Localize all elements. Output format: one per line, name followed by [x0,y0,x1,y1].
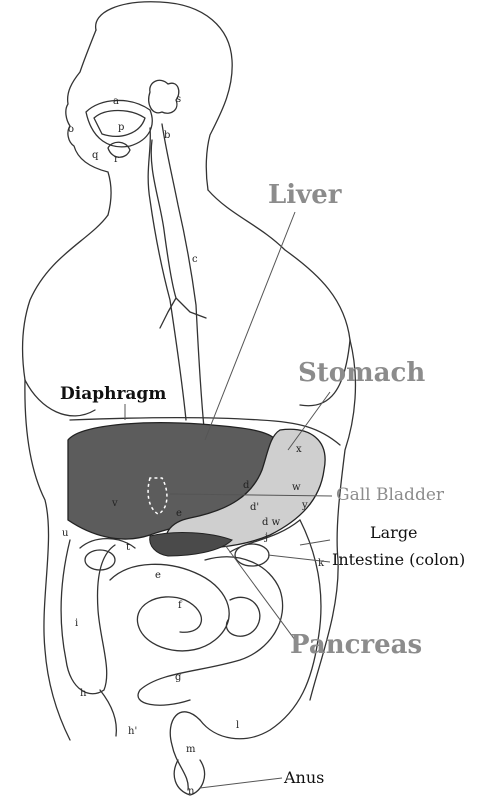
liver-leader-line [205,212,295,440]
letter-v: v [111,498,118,509]
label-pancreas: Pancreas [290,632,422,658]
colon-ascending [61,540,115,694]
left-torso-side [25,380,70,740]
letter-k: k [318,558,325,569]
pancreas-leader-line [225,545,295,640]
esophagus-right-wall [162,124,204,428]
pancreas-shape [150,533,232,556]
letter-dp: d' [250,502,259,513]
letter-o: o [68,124,74,135]
letter-t: t [126,542,130,553]
letter-b: b [164,130,170,141]
letter-e: e [176,508,182,519]
trachea [151,140,206,328]
letter-n: n [188,786,195,797]
letter-h: h [80,688,87,699]
salivary-gland-sub [108,142,130,157]
appendix [100,690,116,736]
letter-x: x [296,444,302,455]
label-gall-bladder: Gall Bladder [336,487,444,504]
letter-e2: e [155,570,161,581]
colon-cross-section-left [85,550,115,570]
esophagus-left-wall [148,128,186,420]
anus-leader-line [200,778,282,788]
letter-i: i [75,618,78,629]
letter-q: q [92,150,99,161]
letter-m: m [186,744,196,755]
label-diaphragm: Diaphragm [60,386,166,403]
letter-g: g [175,672,182,683]
salivary-gland-parotid [149,80,179,113]
letter-a: a [113,96,119,107]
letter-hp: h' [128,726,137,737]
label-large-intestine-line2: Intestine (colon) [332,552,465,568]
letter-y: y [301,500,308,511]
large-intestine-leader-line-1 [300,540,330,545]
letter-w: w [292,482,301,493]
left-shoulder [23,215,108,380]
right-shoulder [208,190,350,340]
letter-f: f [178,600,183,611]
letter-c: c [192,254,198,265]
letter-dw: d w [262,517,281,528]
label-large-intestine-line1: Large [370,525,418,541]
label-liver: Liver [268,182,342,208]
label-stomach: Stomach [298,360,425,386]
letter-p: p [118,122,124,133]
letter-l: l [236,720,239,731]
letter-r: r [114,154,119,165]
letter-j: j [264,532,268,543]
letter-u: u [62,528,69,539]
colon-cross-section-right [235,544,269,566]
letter-d: d [243,480,250,491]
label-anus: Anus [284,770,324,786]
small-intestine [110,557,283,705]
letter-s: s [176,94,181,105]
